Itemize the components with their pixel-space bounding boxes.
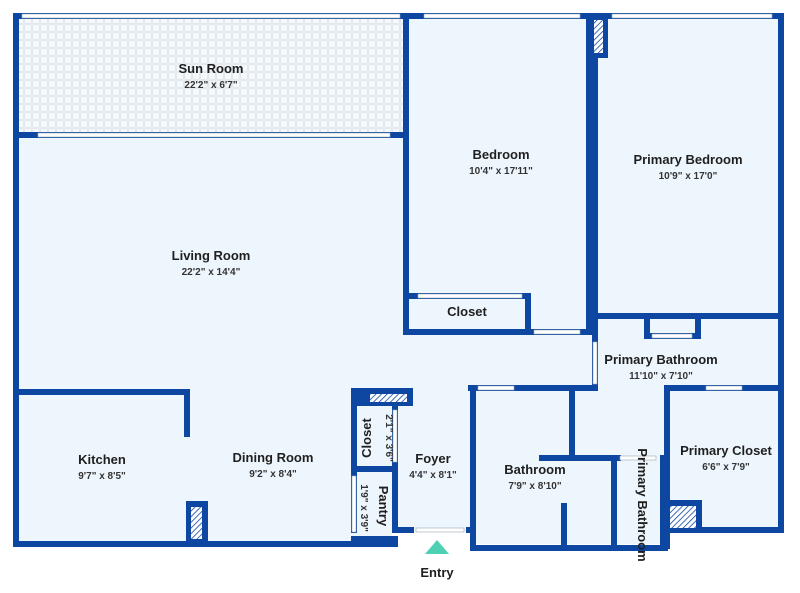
outside-below-foyer bbox=[392, 532, 472, 552]
window-primary bbox=[611, 13, 773, 19]
wall-bath-bottom bbox=[470, 545, 668, 551]
opening-entry bbox=[415, 527, 465, 533]
wall-fcloset-divider bbox=[351, 466, 398, 472]
label-primary-closet: Primary Closet bbox=[680, 443, 772, 458]
wall-kitchen-stub bbox=[184, 389, 190, 437]
label-entry: Entry bbox=[420, 565, 454, 580]
label-kitchen: Kitchen bbox=[78, 452, 126, 467]
dims-sun-room: 22'2" x 6'7" bbox=[184, 80, 237, 91]
wall-left bbox=[13, 13, 19, 547]
dims-primary-closet: 6'6" x 7'9" bbox=[702, 462, 750, 473]
wall-right bbox=[778, 13, 784, 532]
wall-bath-stub bbox=[539, 455, 575, 461]
dims-foyer-closet: 2'1" x 3'6" bbox=[383, 414, 394, 462]
entry-arrow-icon bbox=[425, 540, 449, 554]
label-bedroom: Bedroom bbox=[472, 147, 529, 162]
wall-closet-right bbox=[525, 293, 531, 335]
wall-bedroom-bottom bbox=[403, 329, 592, 335]
dims-bathroom: 7'9" x 8'10" bbox=[508, 481, 561, 492]
wall-foyer-bottom-left bbox=[392, 527, 414, 533]
dims-bedroom: 10'4" x 17'11" bbox=[469, 166, 533, 177]
opening-bedroom-door bbox=[533, 329, 581, 335]
label-sun-room: Sun Room bbox=[179, 61, 244, 76]
wall-primary-niche-r bbox=[695, 313, 701, 339]
column-hatch-closet bbox=[670, 506, 696, 528]
wall-pcloset-left bbox=[664, 385, 670, 532]
label-pantry: Pantry bbox=[376, 486, 391, 527]
label-bedroom-closet: Closet bbox=[447, 304, 487, 319]
wall-fcloset-left bbox=[351, 388, 357, 533]
opening-primary-door bbox=[592, 341, 598, 385]
wall-pantry-bottom bbox=[351, 536, 398, 547]
label-dining-room: Dining Room bbox=[233, 450, 314, 465]
wall-closet-left-outer bbox=[664, 527, 670, 549]
wall-kitchen-top bbox=[13, 389, 190, 395]
wall-pbath2-top-l bbox=[575, 455, 621, 461]
floor-sun-room bbox=[18, 18, 403, 136]
wall-closet-bottom bbox=[664, 527, 784, 533]
wall-bedroom-right bbox=[586, 13, 592, 335]
label-bathroom: Bathroom bbox=[504, 462, 565, 477]
wall-bath-right-upper bbox=[569, 387, 575, 459]
column-hatch-top bbox=[594, 20, 603, 53]
wall-primary-left bbox=[592, 13, 598, 391]
label-primary-bathroom-2: Primary Bathroom bbox=[635, 448, 650, 561]
dims-foyer: 4'4" x 8'1" bbox=[409, 470, 457, 481]
column-hatch-foyer bbox=[370, 394, 407, 402]
label-living-room: Living Room bbox=[172, 248, 251, 263]
windows bbox=[21, 13, 773, 533]
opening-pcloset-door bbox=[705, 385, 743, 391]
opening-sunroom bbox=[37, 132, 391, 138]
column-hatch-kitchen bbox=[191, 507, 202, 539]
wall-bath-left bbox=[470, 387, 476, 551]
dims-pantry: 1'9" x 3'9" bbox=[358, 484, 369, 532]
opening-bath-door bbox=[477, 385, 515, 391]
opening-closet bbox=[417, 293, 523, 299]
label-foyer-closet: Closet bbox=[359, 417, 374, 457]
window-sunroom bbox=[21, 13, 401, 19]
wall-primary-bottom bbox=[592, 313, 782, 319]
wall-primary-niche-l bbox=[644, 313, 650, 339]
dims-dining-room: 9'2" x 8'4" bbox=[249, 469, 297, 480]
room-labels: Sun Room 22'2" x 6'7" Living Room 22'2" … bbox=[78, 61, 772, 580]
dims-living-room: 22'2" x 14'4" bbox=[182, 267, 241, 278]
opening-pantry bbox=[351, 475, 357, 533]
floors bbox=[16, 16, 784, 552]
label-primary-bedroom: Primary Bedroom bbox=[633, 152, 742, 167]
wall-pbath2-left bbox=[611, 455, 617, 551]
wall-bedroom-left bbox=[403, 13, 409, 335]
opening-pbath-door bbox=[619, 455, 657, 461]
hatched-columns bbox=[191, 20, 696, 539]
wall-bottom-primary-bath bbox=[468, 385, 592, 391]
dims-primary-bedroom: 10'9" x 17'0" bbox=[659, 171, 718, 182]
dims-primary-bathroom: 11'10" x 7'10" bbox=[629, 371, 693, 382]
window-bedroom bbox=[423, 13, 581, 19]
label-primary-bathroom: Primary Bathroom bbox=[604, 352, 717, 367]
outside-primary-closet-bottom bbox=[668, 530, 784, 550]
label-foyer: Foyer bbox=[415, 451, 450, 466]
opening-fcloset bbox=[392, 409, 398, 463]
wall-bath-lower bbox=[561, 503, 567, 551]
wall-pbath2-right bbox=[660, 455, 666, 545]
opening-niche bbox=[651, 333, 693, 339]
dims-kitchen: 9'7" x 8'5" bbox=[78, 471, 126, 482]
